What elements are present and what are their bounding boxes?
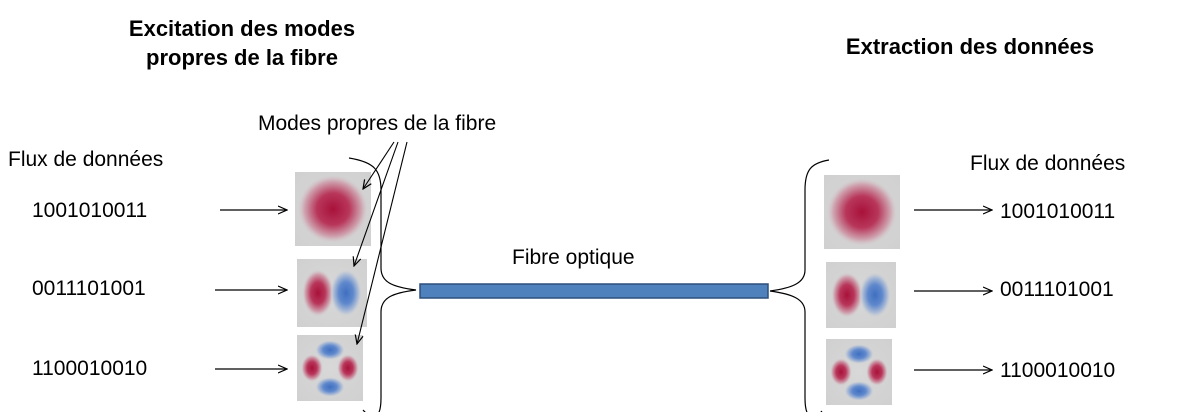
right-stream-label: Flux de données	[970, 152, 1126, 175]
mode-pointer-3	[357, 141, 408, 344]
right-title: Extraction des données	[845, 34, 1095, 59]
mode-image-left-lp01	[295, 172, 371, 246]
right-code-1: 1001010011	[1000, 200, 1116, 223]
modes-label: Modes propres de la fibre	[258, 112, 497, 135]
left-brace	[348, 157, 417, 412]
mode-image-left-lp11	[297, 259, 367, 327]
fiber-label: Fibre optique	[512, 246, 635, 269]
mode-image-right-lp21	[826, 339, 892, 405]
left-title-line1: Excitation des modes	[128, 16, 356, 41]
right-code-2: 0011101001	[1000, 278, 1114, 301]
left-code-3: 1100010010	[32, 357, 148, 380]
right-brace	[769, 159, 830, 412]
optical-fiber	[419, 283, 769, 299]
left-title: Excitation des modes propres de la fibre	[72, 14, 412, 72]
left-code-2: 0011101001	[32, 277, 146, 300]
mode-image-right-lp11	[826, 262, 896, 328]
mode-pointer-1	[363, 141, 395, 189]
mode-image-left-lp21	[297, 335, 363, 401]
mode-pointer-2	[354, 141, 399, 266]
right-code-3: 1100010010	[1000, 359, 1116, 382]
left-stream-label: Flux de données	[8, 148, 164, 171]
left-title-line2: propres de la fibre	[146, 45, 338, 70]
mode-image-right-lp01	[824, 175, 900, 249]
left-code-1: 1001010011	[32, 199, 148, 222]
